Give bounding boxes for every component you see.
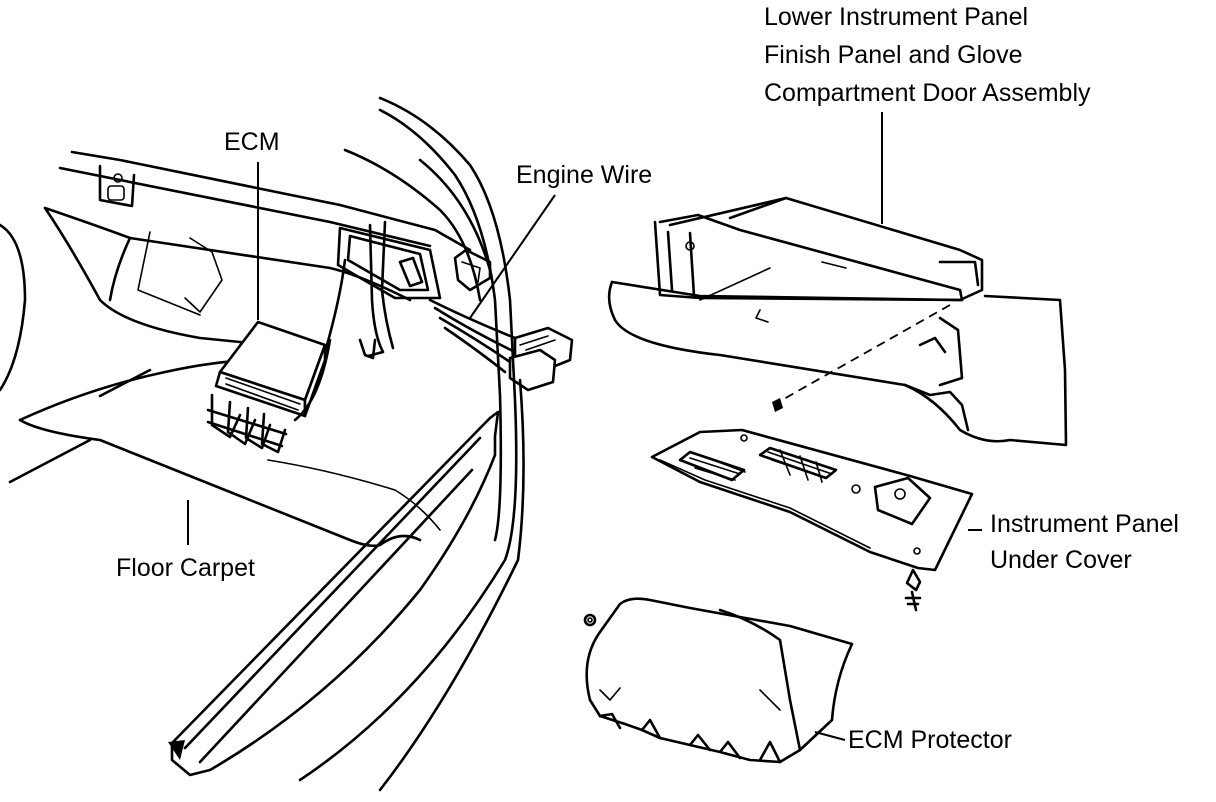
ecm-protector <box>585 597 854 764</box>
label-under-cover-line2: Under Cover <box>990 546 1132 574</box>
glove-compartment <box>607 196 1068 447</box>
label-ecm-protector: ECM Protector <box>848 726 1012 754</box>
labels: Lower Instrument Panel Finish Panel and … <box>116 3 1179 754</box>
label-lower-panel-line2: Finish Panel and Glove <box>764 41 1022 69</box>
label-under-cover-line1: Instrument Panel <box>990 510 1179 538</box>
clip-fasteners <box>583 568 922 627</box>
label-lower-panel-line3: Compartment Door Assembly <box>764 79 1091 107</box>
leader-lines <box>187 112 982 741</box>
vehicle-interior <box>0 96 574 792</box>
label-engine-wire: Engine Wire <box>516 161 652 189</box>
label-lower-panel-line1: Lower Instrument Panel <box>764 3 1028 31</box>
ecm-connectors <box>206 393 288 454</box>
label-ecm: ECM <box>224 128 280 156</box>
label-floor-carpet: Floor Carpet <box>116 554 255 582</box>
instrument-panel-under-cover <box>650 428 974 572</box>
